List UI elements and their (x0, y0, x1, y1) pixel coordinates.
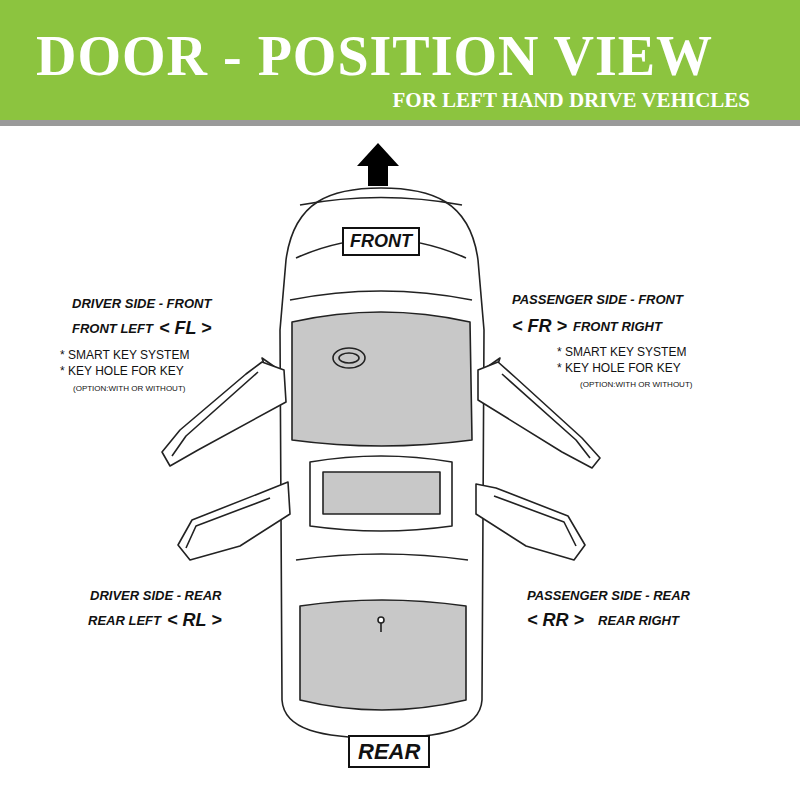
side-label: < FR > (512, 316, 567, 337)
side-label: FRONT RIGHT (573, 320, 662, 335)
door-rear-left (178, 482, 290, 560)
car-body (280, 188, 484, 738)
door-front-right (478, 362, 600, 468)
trunk-lid (300, 600, 466, 710)
side-label: PASSENGER SIDE - FRONT (512, 293, 683, 308)
roof-panel (292, 312, 472, 446)
side-label: < FL > (159, 318, 212, 339)
door-rear-right (476, 484, 585, 560)
side-label: * KEY HOLE FOR KEY (60, 365, 184, 379)
logo (339, 353, 359, 363)
rear-window-frame (310, 456, 452, 531)
side-label: * SMART KEY SYSTEM (60, 349, 189, 363)
door-edge (494, 496, 576, 546)
logo (333, 348, 365, 368)
deck-line (296, 554, 468, 560)
side-label: PASSENGER SIDE - REAR (527, 589, 690, 604)
side-label: (OPTION:WITH OR WITHOUT) (580, 380, 692, 389)
box-text: FRONT (350, 231, 412, 252)
door-edge (186, 498, 270, 548)
rear-window (323, 472, 440, 514)
direction-arrow (357, 143, 399, 186)
side-label: REAR RIGHT (598, 614, 679, 629)
side-label: * SMART KEY SYSTEM (557, 346, 686, 360)
label-box: REAR (348, 735, 430, 768)
side-label: * KEY HOLE FOR KEY (557, 362, 681, 376)
subtitle: FOR LEFT HAND DRIVE VEHICLES (393, 88, 750, 112)
side-label: (OPTION:WITH OR WITHOUT) (73, 384, 185, 393)
side-label: < RL > (167, 610, 222, 631)
side-label: < RR > (527, 610, 584, 631)
title-text: DOOR - POSITION VIEW (36, 26, 713, 88)
door-edge (502, 374, 590, 458)
bumper-line (300, 198, 462, 206)
label-box: FRONT (342, 227, 420, 256)
key-hole (378, 617, 384, 623)
key-hole (380, 623, 382, 632)
box-text: REAR (358, 739, 420, 764)
side-label: REAR LEFT (88, 614, 161, 629)
side-label: DRIVER SIDE - FRONT (72, 297, 211, 312)
side-label: FRONT LEFT (72, 322, 153, 337)
side-label: DRIVER SIDE - REAR (90, 589, 221, 604)
cowl-line (290, 291, 472, 300)
